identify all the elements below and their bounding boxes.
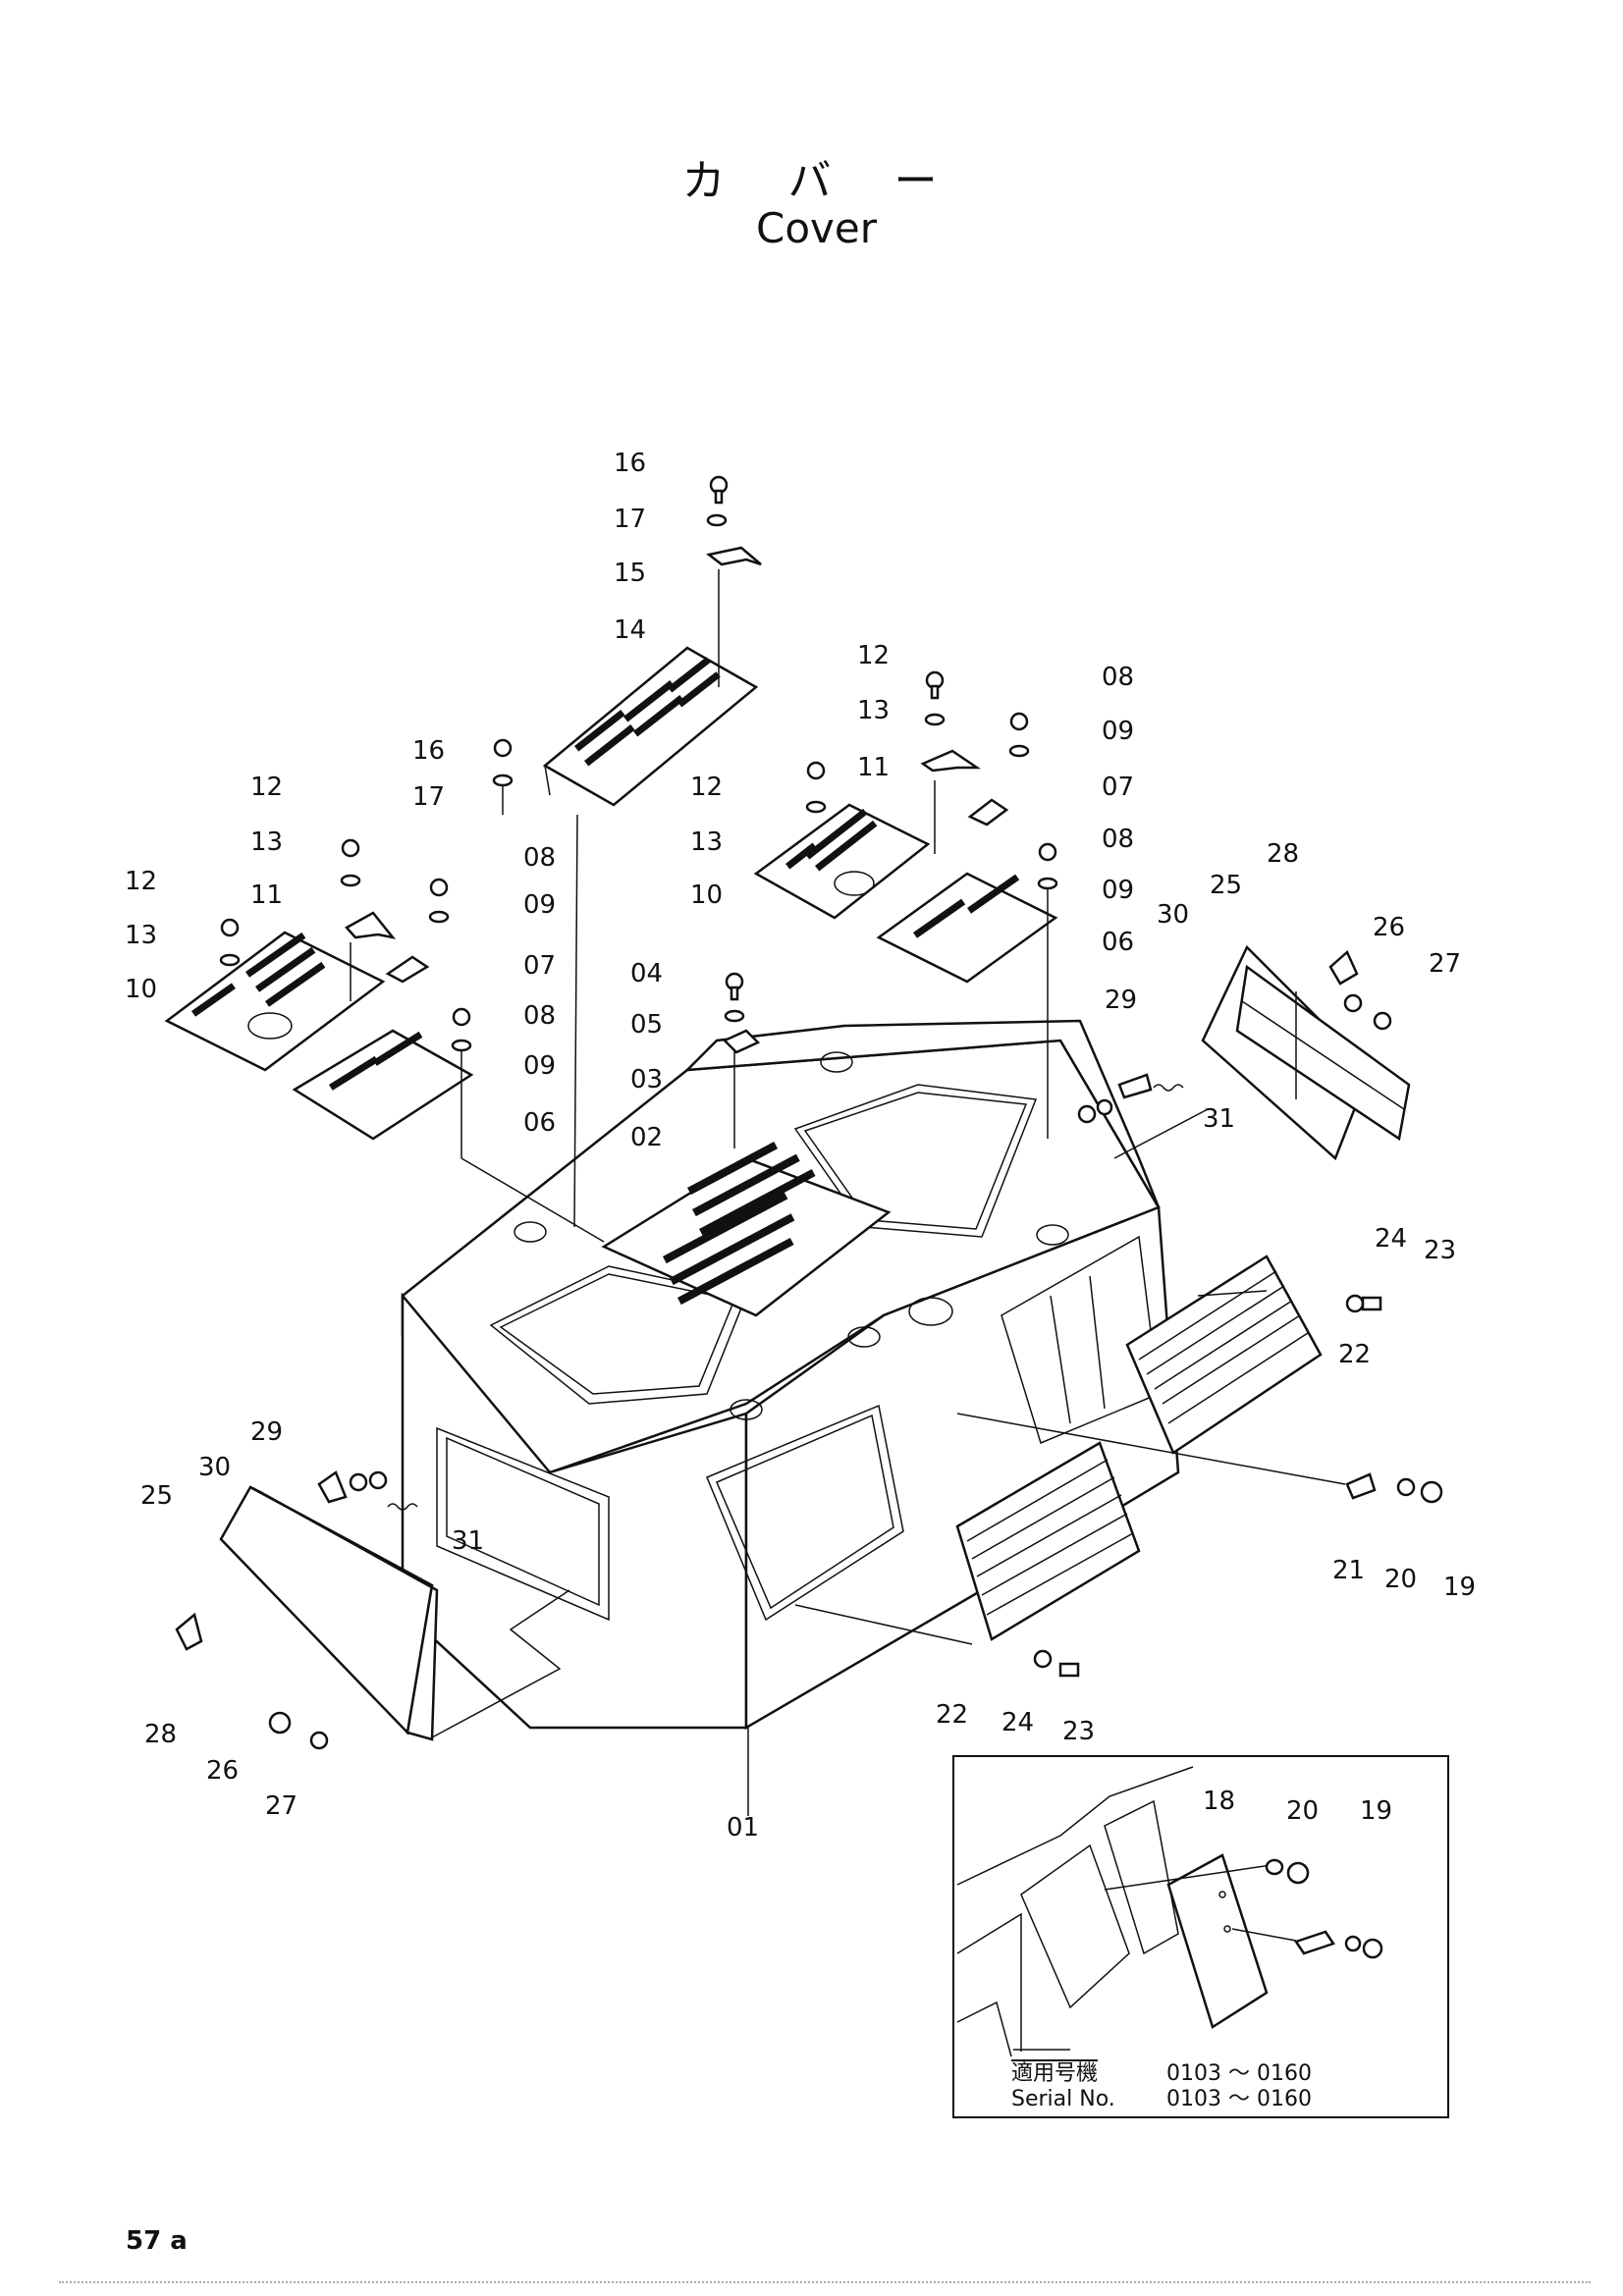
callout-22: 22 [1338,1340,1371,1369]
callout-07: 07 [1102,773,1134,802]
callout-04: 04 [630,959,663,988]
title-japanese: カバー [681,156,1001,206]
callout-25: 25 [1210,871,1242,900]
serial-range-en: 0103 ～ 0160 [1166,2087,1312,2111]
callout-16: 16 [412,736,445,766]
callout-06: 06 [523,1108,556,1138]
callout-05: 05 [630,1010,663,1040]
callout-02: 02 [630,1123,663,1152]
callout-12: 12 [250,773,283,802]
callout-13: 13 [125,921,157,950]
louvre-right [1125,1255,1323,1455]
callout-26: 26 [1373,913,1405,942]
callout-10: 10 [690,881,723,910]
callout-27: 27 [1429,949,1461,979]
callout-27: 27 [265,1791,298,1821]
callout-28: 28 [144,1720,177,1749]
callout-23: 23 [1424,1236,1456,1265]
callout-29: 29 [1105,986,1137,1015]
serial-label-en: Serial No. [1011,2087,1115,2111]
callout-24: 24 [1001,1708,1034,1737]
right-side-door [1201,944,1411,1161]
callout-09: 09 [1102,876,1134,905]
callout-12: 12 [125,867,157,896]
callout-31: 31 [452,1526,484,1556]
callout-09: 09 [523,1051,556,1081]
inset-detail-drawing [956,1766,1383,2057]
inset-panel [952,1755,1449,2118]
callout-25: 25 [140,1481,173,1511]
callout-19: 19 [1360,1796,1392,1826]
callout-08: 08 [1102,663,1134,692]
callout-17: 17 [412,782,445,812]
callout-01: 01 [727,1813,759,1842]
louvre-front [955,1441,1141,1641]
callout-09: 09 [1102,717,1134,746]
callout-31: 31 [1203,1104,1235,1134]
serial-applicability: 適用号機 0103 ～ 0160 Serial No. 0103 ～ 0160 [1011,2061,1312,2112]
callout-24: 24 [1375,1224,1407,1254]
serial-range-jp: 0103 ～ 0160 [1166,2061,1312,2086]
callout-17: 17 [614,505,646,534]
callout-26: 26 [206,1756,239,1786]
callout-13: 13 [857,696,890,725]
callout-29: 29 [250,1417,283,1447]
callout-12: 12 [690,773,723,802]
callout-06: 06 [1102,928,1134,957]
callout-08: 08 [1102,825,1134,854]
callout-28: 28 [1267,839,1299,869]
callout-19: 19 [1443,1573,1476,1602]
right-cover-assembly [753,803,1058,984]
callout-07: 07 [523,951,556,981]
callout-21: 21 [1332,1556,1365,1585]
callout-11: 11 [857,753,890,782]
callout-09: 09 [523,890,556,920]
callout-13: 13 [690,828,723,857]
left-side-door [219,1485,439,1741]
callout-14: 14 [614,615,646,645]
callout-12: 12 [857,641,890,670]
callout-15: 15 [614,559,646,588]
callout-22: 22 [936,1700,968,1730]
top-cover-14 [542,646,759,807]
cover-body [401,1019,1180,1731]
callout-30: 30 [198,1453,231,1482]
callout-30: 30 [1157,900,1189,930]
callout-23: 23 [1062,1717,1095,1746]
callout-20: 20 [1286,1796,1319,1826]
page-number: 57 a [126,2226,188,2256]
callout-11: 11 [250,881,283,910]
left-cover-assembly [164,931,474,1141]
scan-edge-divider [59,2281,1591,2287]
callout-08: 08 [523,1001,556,1031]
callout-18: 18 [1203,1787,1235,1816]
callout-10: 10 [125,975,157,1004]
serial-label-jp: 適用号機 [1011,2061,1099,2086]
callout-16: 16 [614,449,646,478]
title-english: Cover [756,204,877,252]
callout-labels: 16 17 15 14 16 17 12 13 11 08 09 07 12 1… [125,449,1476,1842]
callout-20: 20 [1384,1565,1417,1594]
callout-08: 08 [523,843,556,873]
callout-13: 13 [250,828,283,857]
hardware [175,475,1443,1816]
callout-03: 03 [630,1065,663,1095]
